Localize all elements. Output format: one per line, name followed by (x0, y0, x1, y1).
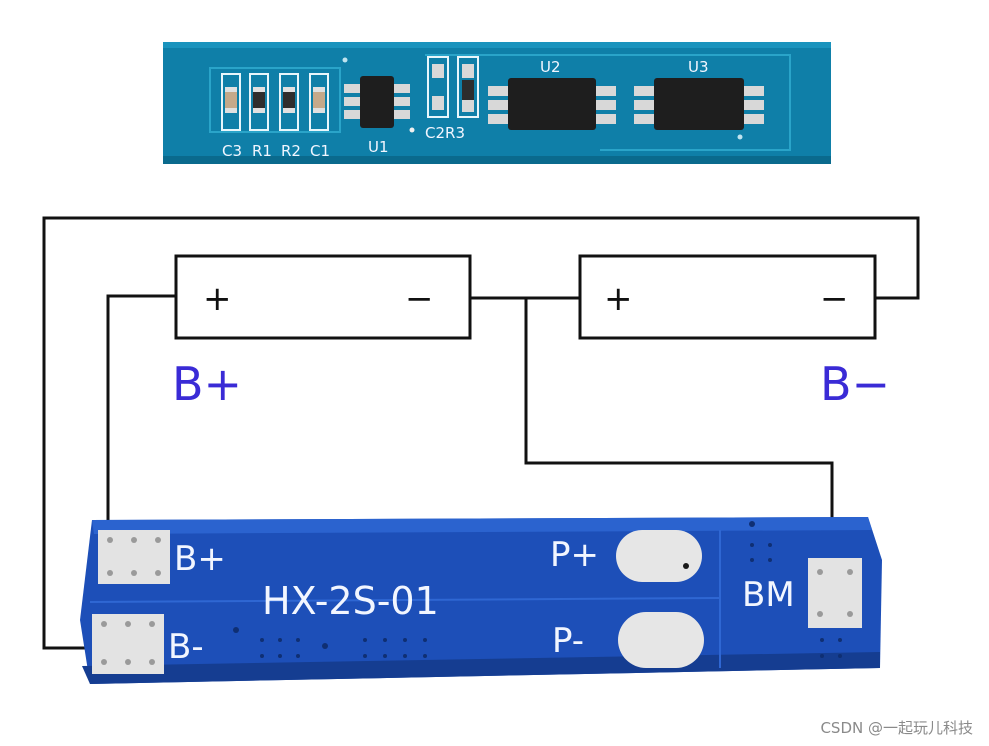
chip-u2 (488, 78, 616, 130)
silk-c3: C3 (222, 142, 242, 160)
silk-u2: U2 (540, 58, 561, 76)
silk-b-minus: B- (168, 627, 204, 667)
silk-p-plus: P+ (550, 535, 599, 575)
wire-bm (524, 298, 834, 570)
component-r2 (279, 73, 299, 131)
chip-u3 (634, 78, 764, 130)
silk-model-name: HX-2S-01 (262, 579, 439, 623)
silk-r1: R1 (252, 142, 272, 160)
component-c1 (309, 73, 329, 131)
silk-p-minus: P- (552, 621, 584, 661)
label-b-plus: B+ (172, 357, 242, 411)
component-c2-r3 (427, 56, 479, 118)
battery-cell-right: + − (578, 254, 877, 340)
watermark: CSDN @一起玩儿科技 (820, 719, 973, 737)
silk-u1: U1 (368, 138, 389, 156)
cell-left-minus-sign: − (405, 279, 434, 319)
pad-p-minus (618, 612, 704, 668)
bottom-pcb: B+ B- HX-2S-01 P+ P- BM (80, 517, 882, 684)
wire-b-minus (42, 216, 920, 650)
cell-right-plus-sign: + (604, 279, 633, 319)
pad-bm (808, 558, 862, 628)
battery-cell-left: + − (174, 254, 472, 340)
wires (42, 216, 920, 650)
silk-u3: U3 (688, 58, 709, 76)
chip-u1 (344, 76, 415, 133)
pad-b-plus (98, 530, 170, 584)
silk-bm: BM (742, 575, 795, 615)
cell-left-plus-sign: + (203, 279, 232, 319)
component-r1 (249, 73, 269, 131)
cell-right-minus-sign: − (820, 279, 849, 319)
silk-r2: R2 (281, 142, 301, 160)
label-b-minus: B− (820, 357, 890, 411)
pad-p-plus (616, 530, 702, 582)
silk-c2r3: C2R3 (425, 124, 465, 142)
silk-c1: C1 (310, 142, 330, 160)
wire-b-plus (106, 294, 176, 530)
silk-b-plus: B+ (174, 539, 226, 579)
component-c3 (221, 73, 241, 131)
top-pcb: C3 R1 R2 C1 U1 C2R3 U2 U3 (163, 42, 831, 164)
pad-b-minus (92, 614, 164, 674)
